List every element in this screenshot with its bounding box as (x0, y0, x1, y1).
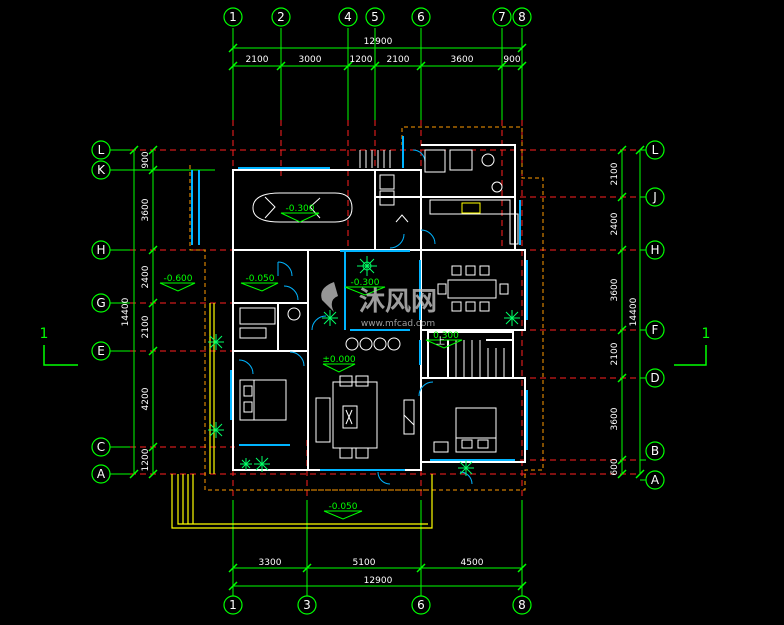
bottom-dimensions (228, 563, 527, 591)
axis-label: 1 (229, 598, 237, 612)
right-dimensions (617, 145, 645, 479)
right-dimension: 3600 (610, 278, 620, 301)
side-elevation: -0.600 (163, 274, 192, 284)
right-dimension-texts: 2100 2400 3600 2100 3600 600 14400 (610, 162, 639, 475)
axis-label: 8 (518, 598, 526, 612)
axis-label: L (652, 143, 659, 157)
axis-label: G (96, 296, 105, 310)
axis-label: 1 (229, 10, 237, 24)
plants (208, 256, 520, 476)
top-dimension-texts: 12900 2100 3000 1200 2100 3600 900 (246, 37, 521, 65)
axis-label: L (98, 143, 105, 157)
top-dimension: 3000 (299, 55, 322, 65)
axis-label: 3 (303, 598, 311, 612)
section-marker-right: 1 (702, 326, 711, 342)
right-dimension: 3600 (610, 407, 620, 430)
axis-label: A (97, 467, 106, 481)
axis-label: E (97, 344, 105, 358)
left-dimension-texts: 14400 900 3600 2400 2100 4200 1200 (121, 151, 151, 471)
stair-up-label: 上 (436, 336, 445, 347)
stair-treads (359, 150, 505, 378)
hall-elevation: -0.300 (350, 278, 379, 288)
left-dimension: 1200 (141, 448, 151, 471)
left-dimension: 2100 (141, 315, 151, 338)
top-dimension: 900 (503, 55, 520, 65)
left-dimensions (129, 145, 158, 479)
axis-label: J (652, 190, 657, 204)
terrace-elevation: -0.050 (328, 502, 357, 512)
bottom-dimension: 3300 (259, 558, 282, 568)
bottom-dimension: 5100 (353, 558, 376, 568)
axis-grid-green (110, 28, 646, 596)
garage-elevation: -0.300 (285, 204, 314, 214)
axis-bubble-labels: 1 2 4 5 6 7 8 1 3 6 8 L K H G E C A L J … (96, 10, 660, 612)
elevation-texts: -0.300 -0.050 -0.600 -0.300 ±0.000 0.300… (163, 204, 459, 512)
axis-label: D (650, 371, 659, 385)
axis-label: 7 (498, 10, 506, 24)
roof-outline (189, 126, 544, 491)
top-total-dimension: 12900 (364, 37, 393, 47)
axis-label: F (652, 323, 659, 337)
stair-elevation: 0.300 (433, 331, 459, 341)
axis-label: 5 (371, 10, 379, 24)
top-dimensions (228, 43, 527, 71)
watermark-logo-icon (321, 282, 338, 312)
bottom-dimension: 4500 (461, 558, 484, 568)
right-dimension: 2100 (610, 342, 620, 365)
axis-label: C (97, 440, 105, 454)
section-marker-left: 1 (40, 326, 49, 342)
living-elevation: ±0.000 (322, 355, 356, 365)
top-dimension: 2100 (246, 55, 269, 65)
bottom-dimension-texts: 3300 5100 4500 12900 (259, 558, 484, 586)
watermark: 沐风网 www.mfcad.com (321, 282, 437, 329)
right-total-dimension: 14400 (629, 297, 639, 326)
left-total-dimension: 14400 (121, 297, 131, 326)
axis-label: 6 (417, 10, 425, 24)
section-markers (43, 345, 707, 366)
axis-label: K (97, 163, 106, 177)
corridor-elevation: -0.050 (245, 274, 274, 284)
left-dimension: 3600 (141, 198, 151, 221)
right-dimension: 2400 (610, 212, 620, 235)
right-dimension: 2100 (610, 162, 620, 185)
bottom-total-dimension: 12900 (364, 576, 393, 586)
axis-label: B (651, 444, 659, 458)
top-dimension: 2100 (387, 55, 410, 65)
axis-label: H (96, 243, 105, 257)
axis-label: A (651, 473, 660, 487)
axis-label: 6 (417, 598, 425, 612)
left-dimension: 4200 (141, 387, 151, 410)
top-dimension: 3600 (451, 55, 474, 65)
left-dimension: 900 (141, 151, 151, 168)
watermark-text: 沐风网 (359, 287, 437, 317)
axis-label: 8 (518, 10, 526, 24)
windows (191, 136, 528, 471)
axis-label: H (650, 243, 659, 257)
left-dimension: 2400 (141, 265, 151, 288)
top-dimension: 1200 (350, 55, 373, 65)
watermark-url: www.mfcad.com (361, 319, 435, 329)
elevation-markers (159, 212, 463, 520)
axis-bubbles (91, 7, 665, 615)
furniture (239, 149, 519, 459)
axis-label: 4 (344, 10, 352, 24)
right-dimension: 600 (610, 458, 620, 475)
axis-label: 2 (277, 10, 285, 24)
terrace (171, 303, 433, 529)
